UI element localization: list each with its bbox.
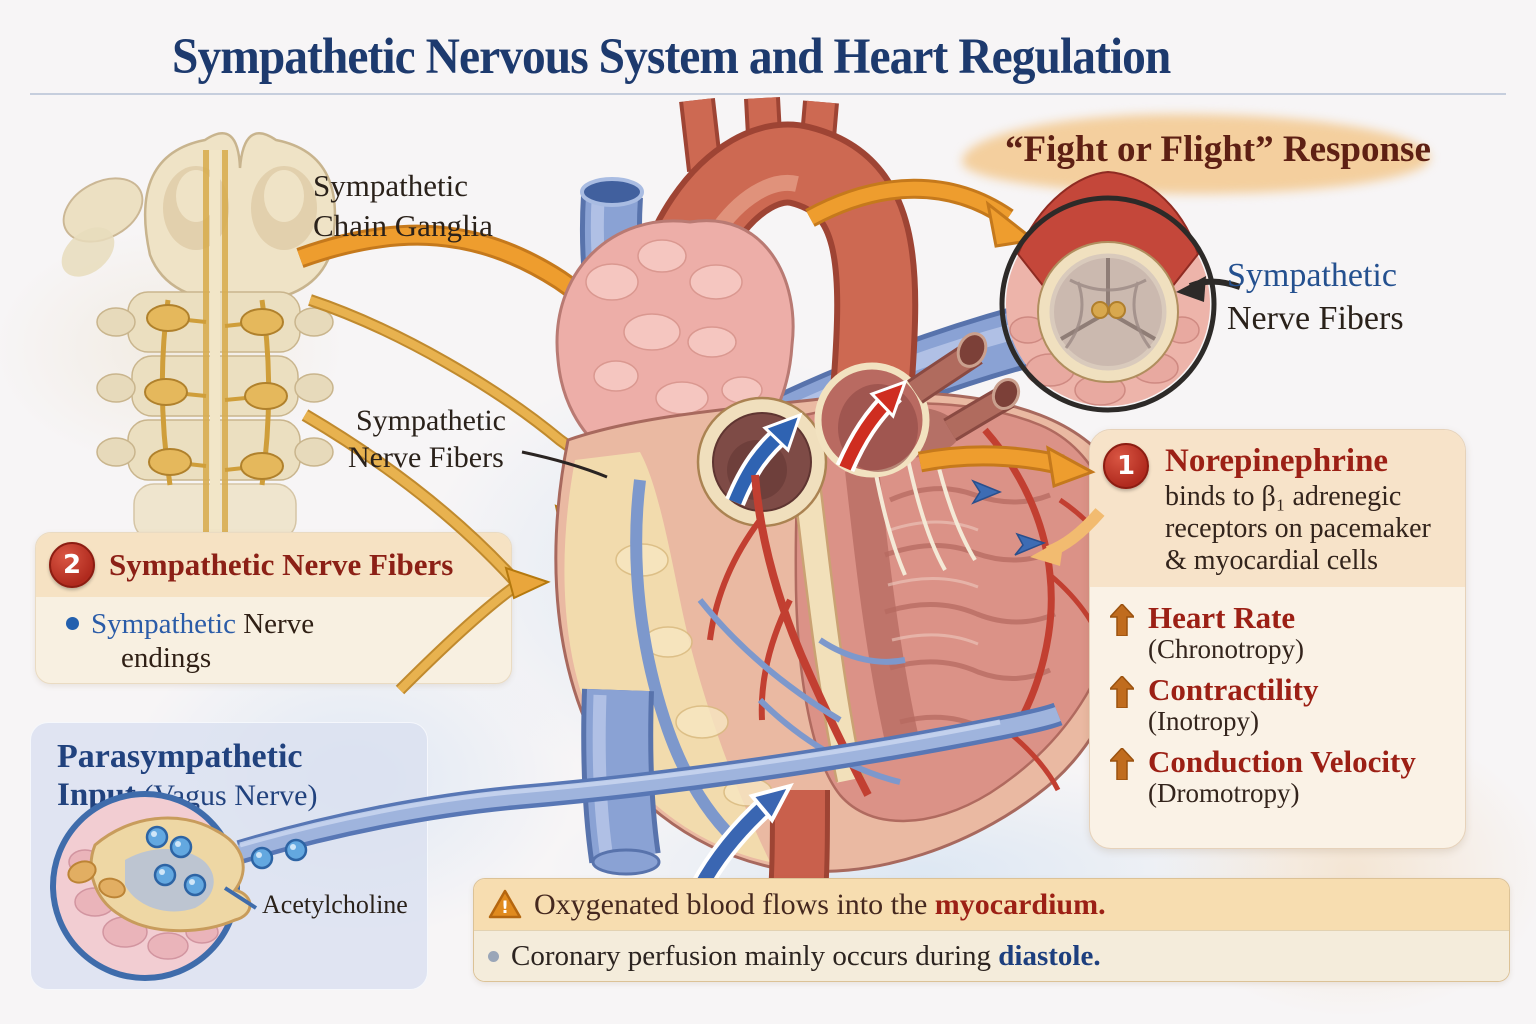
coronary-info-banner: ! Oxygenated blood flows into the myocar… xyxy=(473,878,1510,982)
box1-desc-line1: binds to β₁ adrenegic xyxy=(1165,481,1402,512)
acetylcholine-label: Acetylcholine xyxy=(262,890,408,919)
nerve-fibers-line1: Sympathetic xyxy=(356,404,506,437)
box1-desc-line3: & myocardial cells xyxy=(1165,545,1379,576)
box1-desc-line2: receptors on pacemaker xyxy=(1165,513,1431,544)
box2-item-rest: Nerve xyxy=(235,608,315,640)
parasympathetic-vagus-word: (Vagus Nerve) xyxy=(135,779,318,812)
effect-conduction-velocity: Conduction Velocity(Dromotropy) xyxy=(1110,745,1457,808)
box1-header: 1 Norepinephrine binds to β₁ adrenegic r… xyxy=(1090,430,1465,587)
inset-nerve-fibers-label: Sympathetic Nerve Fibers xyxy=(1227,254,1404,340)
effect-name: Conduction Velocity xyxy=(1148,744,1416,779)
effect-mechanism: (Dromotropy) xyxy=(1148,778,1300,808)
box2-bullet-line: Sympathetic Nerve xyxy=(66,607,511,641)
box2-header: 2 Sympathetic Nerve Fibers xyxy=(36,533,511,597)
effect-mechanism: (Chronotropy) xyxy=(1148,634,1304,664)
chain-ganglia-label: Sympathetic Chain Ganglia xyxy=(313,166,493,246)
page-title: Sympathetic Nervous System and Heart Reg… xyxy=(172,29,1171,85)
box2-title: Sympathetic Nerve Fibers xyxy=(109,547,454,582)
banner-line2-text: Coronary perfusion mainly occurs during xyxy=(511,940,999,972)
banner-row-1: ! Oxygenated blood flows into the myocar… xyxy=(474,879,1509,930)
banner-row-2: Coronary perfusion mainly occurs during … xyxy=(474,930,1509,981)
spinal-cord-illustration xyxy=(61,132,337,545)
box1-title: Norepinephrine xyxy=(1165,443,1389,479)
banner-line1-highlight: myocardium. xyxy=(934,887,1106,921)
chain-ganglia-line2: Chain Ganglia xyxy=(313,208,493,243)
warning-icon: ! xyxy=(488,889,522,919)
increase-arrow-icon xyxy=(1110,676,1134,708)
effect-mechanism: (Inotropy) xyxy=(1148,706,1259,736)
increase-arrow-icon xyxy=(1110,748,1134,780)
effect-contractility: Contractility(Inotropy) xyxy=(1110,673,1457,736)
effect-heart-rate: Heart Rate(Chronotropy) xyxy=(1110,601,1457,664)
inset-label-line1: Sympathetic xyxy=(1227,257,1397,294)
step-1-badge: 1 xyxy=(1103,443,1149,489)
parasympathetic-title: Parasympathetic Input (Vagus Nerve) xyxy=(31,723,427,814)
leader-line-nerve-fibers xyxy=(521,450,608,479)
box1-effects: Heart Rate(Chronotropy) Contractility(In… xyxy=(1090,587,1465,823)
banner-line2: Coronary perfusion mainly occurs during … xyxy=(511,940,1101,973)
banner-line1-text: Oxygenated blood flows into the xyxy=(534,887,935,921)
banner-line1: Oxygenated blood flows into the myocardi… xyxy=(534,888,1106,922)
box-sympathetic-nerve-fibers: 2 Sympathetic Nerve Fibers Sympathetic N… xyxy=(35,532,512,684)
increase-arrow-icon xyxy=(1110,604,1134,636)
orange-arrow-heart-to-box1 xyxy=(917,445,1096,489)
step-2-badge: 2 xyxy=(49,542,95,588)
fight-or-flight-heading: “Fight or Flight” Response xyxy=(1005,129,1431,170)
orange-arrow-aorta-to-inset xyxy=(805,178,1038,248)
parasympathetic-title-line2: Input (Vagus Nerve) xyxy=(57,777,427,814)
nerve-fibers-label: Sympathetic Nerve Fibers xyxy=(348,402,506,476)
effect-name: Contractility xyxy=(1148,672,1319,707)
svg-text:!: ! xyxy=(501,898,509,918)
banner-line2-highlight: diastole. xyxy=(998,940,1101,972)
valve-inset-illustration xyxy=(999,170,1241,413)
parasympathetic-title-line1: Parasympathetic xyxy=(57,738,303,775)
box2-item-highlight: Sympathetic xyxy=(91,608,236,640)
title-divider xyxy=(30,93,1506,95)
nerve-ending-markers xyxy=(971,479,1047,556)
box-norepinephrine: 1 Norepinephrine binds to β₁ adrenegic r… xyxy=(1089,429,1466,849)
bullet-dot-icon xyxy=(66,617,79,630)
orange-arrow-ganglia-to-heart xyxy=(296,224,648,358)
inset-label-line2: Nerve Fibers xyxy=(1227,300,1404,337)
box2-item-line2: endings xyxy=(121,642,212,674)
chain-ganglia-line1: Sympathetic xyxy=(313,168,468,203)
bullet-dot-icon xyxy=(488,951,499,962)
parasympathetic-input-word: Input xyxy=(57,777,136,813)
box1-desc: binds to β₁ adrenegic receptors on pacem… xyxy=(1165,481,1431,577)
effect-name: Heart Rate xyxy=(1148,600,1296,635)
box2-body: Sympathetic Nerve endings xyxy=(36,597,511,675)
heart-illustration xyxy=(554,97,1159,909)
box-parasympathetic-input: Parasympathetic Input (Vagus Nerve) xyxy=(30,722,428,990)
blue-arrow-blood-inflow xyxy=(690,782,794,894)
nerve-fibers-line2: Nerve Fibers xyxy=(348,441,504,474)
